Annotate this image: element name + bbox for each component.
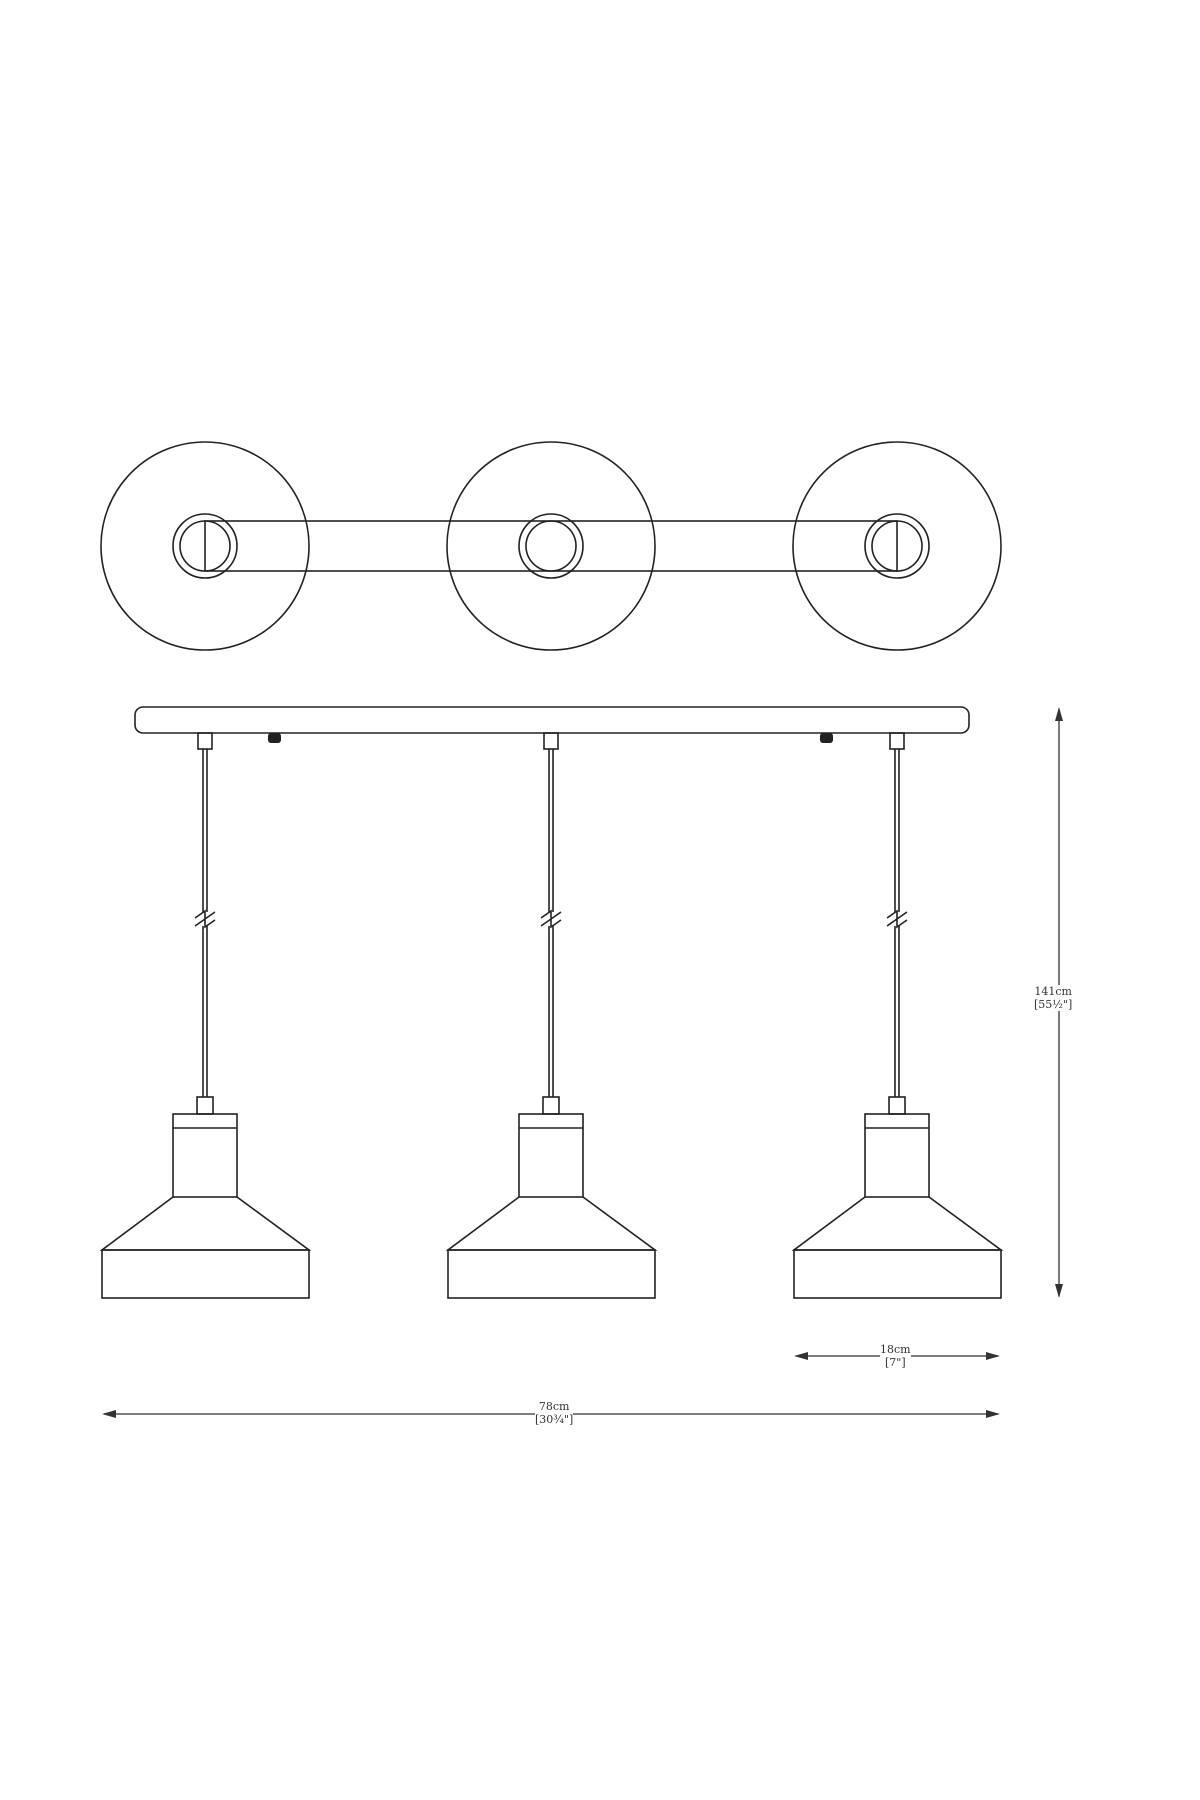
break-mark-icon xyxy=(886,909,908,929)
pendant-lamp xyxy=(99,732,312,1299)
socket-outer-ring xyxy=(864,513,930,579)
cable-connector xyxy=(543,732,559,750)
lamp-socket xyxy=(196,1096,214,1115)
shade-outline-circle xyxy=(792,441,1002,651)
total-width-metric: 78cm xyxy=(538,1400,570,1413)
height-metric: 141cm xyxy=(1034,985,1072,998)
shade-outline-circle xyxy=(100,441,310,651)
pendant-lamp xyxy=(445,732,658,1299)
pendant-lamp xyxy=(791,732,1004,1299)
mounting-screw xyxy=(268,733,281,743)
shade-rim xyxy=(447,1249,656,1299)
socket-inner-ring xyxy=(525,520,577,572)
lamp-top-view xyxy=(100,441,310,651)
dimension-lines xyxy=(102,707,1063,1418)
shade-neck xyxy=(864,1113,930,1198)
total-width-label: 78cm [30¾"] xyxy=(535,1400,574,1426)
cable-connector xyxy=(889,732,905,750)
break-mark-icon xyxy=(540,909,562,929)
shade-width-metric: 18cm xyxy=(880,1343,911,1356)
lamp-top-view xyxy=(446,441,656,651)
lamp-socket xyxy=(542,1096,560,1115)
shade-neck xyxy=(172,1113,238,1198)
height-label: 141cm [55½"] xyxy=(1034,985,1073,1011)
socket-inner-ring xyxy=(871,520,923,572)
socket-inner-ring xyxy=(179,520,231,572)
lamp-top-view xyxy=(792,441,1002,651)
break-mark-icon xyxy=(194,909,216,929)
shade-cone xyxy=(99,1196,312,1251)
cable-connector xyxy=(197,732,213,750)
mounting-screw xyxy=(820,733,833,743)
canopy-plate xyxy=(134,706,970,734)
total-width-imperial: [30¾"] xyxy=(535,1413,574,1426)
shade-width-label: 18cm [7"] xyxy=(880,1343,911,1369)
shade-outline-circle xyxy=(446,441,656,651)
shade-neck xyxy=(518,1113,584,1198)
height-imperial: [55½"] xyxy=(1034,998,1073,1011)
shade-rim xyxy=(101,1249,310,1299)
shade-width-imperial: [7"] xyxy=(884,1356,906,1369)
shade-cone xyxy=(791,1196,1004,1251)
socket-outer-ring xyxy=(172,513,238,579)
lamp-socket xyxy=(888,1096,906,1115)
top-view xyxy=(100,441,1002,651)
socket-outer-ring xyxy=(518,513,584,579)
shade-rim xyxy=(793,1249,1002,1299)
front-view xyxy=(99,706,1004,1299)
shade-cone xyxy=(445,1196,658,1251)
